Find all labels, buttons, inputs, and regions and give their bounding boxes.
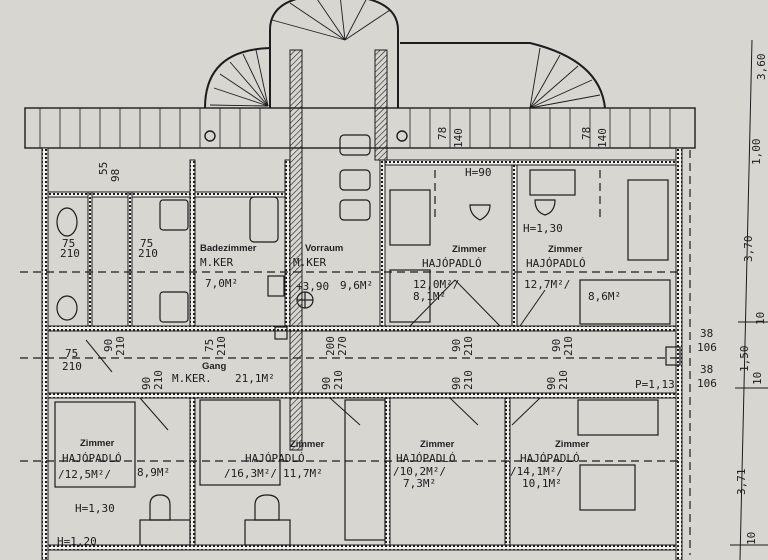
svg-text:HAJÓPADLÓ: HAJÓPADLÓ [526,257,586,270]
door-swings [85,279,546,431]
svg-text:21,1M²: 21,1M² [235,372,275,385]
svg-text:/10,2M²/: /10,2M²/ [393,465,446,478]
label-zimmer: Zimmer [555,439,590,450]
svg-text:78: 78 [580,127,593,140]
svg-text:38: 38 [700,327,713,340]
svg-text:38: 38 [700,363,713,376]
label-vorraum: Vorraum [305,243,343,254]
svg-text:210: 210 [138,247,158,260]
svg-text:/12,5M²/: /12,5M²/ [58,468,111,481]
svg-text:8,6M²: 8,6M² [588,290,621,303]
annotations: H=90 H=1,30 H=1,30 H=1,20 P=1,13 38 106 … [57,127,717,548]
svg-text:90: 90 [140,377,153,390]
svg-text:200: 200 [324,336,337,356]
svg-text:210: 210 [62,360,82,373]
label-zimmer: Zimmer [548,244,583,255]
svg-text:210: 210 [60,247,80,260]
svg-text:3,70: 3,70 [742,236,755,263]
svg-text:9,6M²: 9,6M² [340,279,373,292]
svg-text:90: 90 [102,339,115,352]
svg-text:8,9M²: 8,9M² [137,466,170,479]
svg-text:140: 140 [596,128,609,148]
svg-text:140: 140 [452,128,465,148]
svg-text:HAJÓPADLÓ: HAJÓPADLÓ [422,257,482,270]
svg-text:90: 90 [450,339,463,352]
svg-text:210: 210 [152,370,165,390]
svg-text:1,50: 1,50 [738,346,751,373]
svg-text:210: 210 [114,336,127,356]
svg-text:M.KER.: M.KER. [172,372,212,385]
svg-text:10,1M²: 10,1M² [522,477,562,490]
svg-text:75: 75 [203,339,216,352]
svg-text:78: 78 [436,127,449,140]
svg-text:+3,90: +3,90 [296,280,329,293]
svg-text:210: 210 [215,336,228,356]
svg-text:10: 10 [751,372,764,385]
dashed-ceiling-lines [20,150,691,555]
svg-text:210: 210 [462,336,475,356]
svg-text:HAJÓPADLÓ: HAJÓPADLÓ [62,452,122,465]
svg-text:98: 98 [109,169,122,182]
room-labels: Badezimmer M.KER 7,0M² Vorraum M.KER +3,… [58,243,621,490]
svg-text:75: 75 [62,237,75,250]
svg-text:210: 210 [557,370,570,390]
svg-text:12,7M²/: 12,7M²/ [524,278,570,291]
svg-text:270: 270 [336,336,349,356]
svg-text:H=90: H=90 [465,166,492,179]
svg-text:/14,1M²/: /14,1M²/ [510,465,563,478]
svg-text:11,7M²: 11,7M² [283,467,323,480]
svg-text:3,71: 3,71 [735,469,748,496]
svg-text:90: 90 [545,377,558,390]
svg-text:7,0M²: 7,0M² [205,277,238,290]
label-badezimmer: Badezimmer [200,243,257,254]
label-zimmer: Zimmer [80,438,115,449]
svg-text:H=1,30: H=1,30 [75,502,115,515]
svg-text:10: 10 [745,532,758,545]
svg-text:8,1M²: 8,1M² [413,290,446,303]
label-zimmer: Zimmer [290,439,325,450]
svg-text:10: 10 [754,312,767,325]
svg-text:HAJÓPADLÓ: HAJÓPADLÓ [245,452,305,465]
svg-text:H=1,30: H=1,30 [523,222,563,235]
svg-text:106: 106 [697,377,717,390]
svg-text:1,00: 1,00 [750,139,763,166]
svg-text:106: 106 [697,341,717,354]
svg-text:210: 210 [462,370,475,390]
dimension-chain [730,39,768,560]
svg-text:3,60: 3,60 [755,54,768,81]
svg-text:HAJÓPADLÓ: HAJÓPADLÓ [520,452,580,465]
right-dimensions: 3,60 1,00 3,70 10 1,50 10 3,71 10 [735,54,768,546]
svg-text:55: 55 [97,162,110,175]
label-zimmer: Zimmer [420,439,455,450]
svg-text:90: 90 [320,377,333,390]
walls [41,147,683,560]
svg-text:210: 210 [562,336,575,356]
svg-text:H=1,20: H=1,20 [57,535,97,548]
svg-text:210: 210 [332,370,345,390]
svg-text:M.KER: M.KER [200,256,233,269]
svg-text:90: 90 [550,339,563,352]
label-gang: Gang [202,361,226,372]
label-zimmer: Zimmer [452,244,487,255]
svg-text:90: 90 [450,377,463,390]
svg-text:75: 75 [140,237,153,250]
svg-text:M.KER: M.KER [293,256,326,269]
structure [24,0,696,451]
svg-text:12,0M²/: 12,0M²/ [413,278,459,291]
svg-text:/16,3M²/: /16,3M²/ [224,467,277,480]
svg-text:P=1,13: P=1,13 [635,378,675,391]
svg-text:HAJÓPADLÓ: HAJÓPADLÓ [396,452,456,465]
svg-text:75: 75 [65,347,78,360]
fixtures [54,134,681,546]
svg-text:7,3M²: 7,3M² [403,477,436,490]
